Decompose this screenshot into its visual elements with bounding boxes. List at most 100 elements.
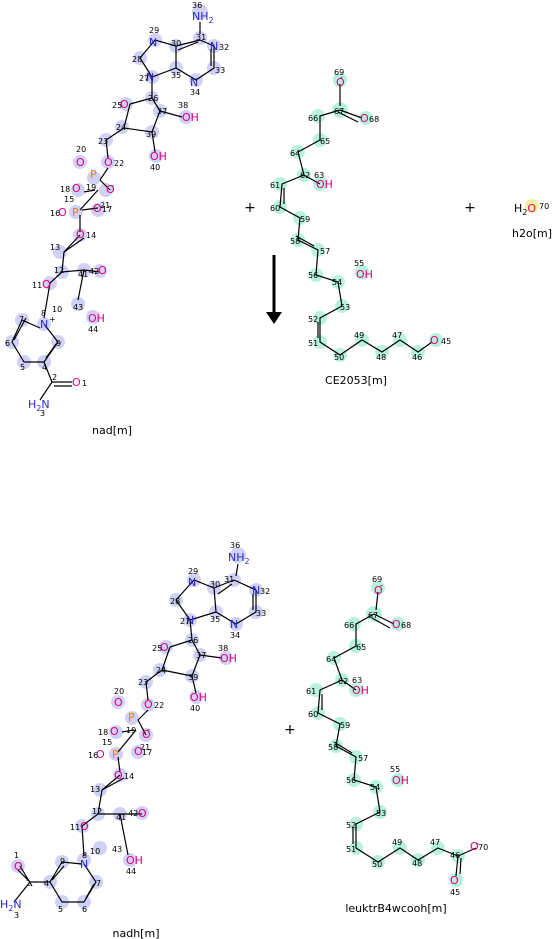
svg-text:36: 36 <box>230 541 240 550</box>
nadh-label: nadh[m] <box>113 927 160 939</box>
svg-text:12: 12 <box>54 266 64 275</box>
svg-text:36: 36 <box>192 1 202 10</box>
svg-text:57: 57 <box>358 754 368 763</box>
svg-text:6: 6 <box>82 905 87 914</box>
svg-text:25: 25 <box>112 101 122 110</box>
svg-text:O: O <box>336 76 345 89</box>
svg-text:17: 17 <box>102 205 112 214</box>
svg-text:33: 33 <box>256 609 266 618</box>
svg-text:41: 41 <box>78 270 88 279</box>
svg-text:34: 34 <box>190 88 200 97</box>
svg-text:7: 7 <box>96 879 101 888</box>
svg-text:O: O <box>110 725 119 738</box>
svg-text:19: 19 <box>126 726 136 735</box>
svg-text:48: 48 <box>412 859 422 868</box>
svg-text:O: O <box>374 584 383 597</box>
svg-text:49: 49 <box>392 838 402 847</box>
svg-text:N: N <box>186 614 194 627</box>
svg-text:39: 39 <box>146 130 156 139</box>
svg-text:N: N <box>40 318 48 331</box>
svg-text:50: 50 <box>334 353 344 362</box>
svg-text:26: 26 <box>188 636 198 645</box>
svg-text:OH: OH <box>150 150 167 163</box>
svg-text:68: 68 <box>401 621 411 630</box>
svg-text:22: 22 <box>114 159 124 168</box>
svg-text:11: 11 <box>32 281 42 290</box>
svg-text:57: 57 <box>320 247 330 256</box>
svg-text:+: + <box>49 315 56 324</box>
svg-text:O: O <box>470 840 479 853</box>
h2o-molecule: H2O 70 h2o[m] <box>512 199 552 240</box>
svg-text:42: 42 <box>89 267 99 276</box>
svg-text:56: 56 <box>308 271 318 280</box>
svg-text:19: 19 <box>86 183 96 192</box>
svg-text:52: 52 <box>308 315 318 324</box>
svg-text:2: 2 <box>26 879 31 888</box>
svg-text:29: 29 <box>188 567 198 576</box>
svg-text:OH: OH <box>356 268 373 281</box>
svg-text:63: 63 <box>352 676 362 685</box>
svg-text:13: 13 <box>90 785 100 794</box>
svg-text:39: 39 <box>188 673 198 682</box>
svg-text:-: - <box>147 725 150 734</box>
svg-text:P: P <box>112 748 119 761</box>
svg-text:32: 32 <box>260 587 270 596</box>
svg-text:21: 21 <box>140 743 150 752</box>
svg-text:O: O <box>42 278 51 291</box>
svg-text:O: O <box>450 874 459 887</box>
svg-text:N: N <box>252 584 260 597</box>
svg-text:OH: OH <box>126 854 143 867</box>
svg-text:O: O <box>76 156 85 169</box>
svg-text:O: O <box>360 112 369 125</box>
svg-text:9: 9 <box>60 857 65 866</box>
svg-text:O: O <box>106 183 115 196</box>
svg-text:N: N <box>190 76 198 89</box>
svg-text:1: 1 <box>14 851 19 860</box>
svg-text:OH: OH <box>182 111 199 124</box>
svg-text:46: 46 <box>450 851 460 860</box>
svg-text:61: 61 <box>270 181 280 190</box>
h2o-label: h2o[m] <box>512 227 552 240</box>
leuktrb4wcooh-label: leuktrB4wcooh[m] <box>345 902 446 915</box>
nad-label: nad[m] <box>92 424 132 437</box>
plus-sign-1: + <box>244 200 256 216</box>
svg-text:69: 69 <box>334 68 344 77</box>
svg-text:40: 40 <box>190 704 200 713</box>
svg-text:27: 27 <box>139 74 149 83</box>
svg-text:47: 47 <box>392 331 402 340</box>
svg-text:N: N <box>210 40 218 53</box>
svg-text:44: 44 <box>88 325 98 334</box>
svg-text:62: 62 <box>300 171 310 180</box>
svg-text:N: N <box>230 618 238 631</box>
svg-text:45: 45 <box>450 888 460 897</box>
svg-text:66: 66 <box>344 621 354 630</box>
svg-text:14: 14 <box>86 231 96 240</box>
svg-text:O: O <box>98 264 107 277</box>
plus-sign-2: + <box>464 200 476 216</box>
svg-text:14: 14 <box>124 772 134 781</box>
svg-text:H2O: H2O <box>514 202 536 217</box>
svg-text:26: 26 <box>148 94 158 103</box>
svg-text:62: 62 <box>338 677 348 686</box>
svg-text:4: 4 <box>44 879 49 888</box>
svg-text:3: 3 <box>40 409 45 418</box>
svg-text:12: 12 <box>92 807 102 816</box>
down-arrow-icon <box>266 255 282 324</box>
svg-text:OH: OH <box>88 312 105 325</box>
svg-text:67: 67 <box>334 107 344 116</box>
svg-text:51: 51 <box>346 845 356 854</box>
svg-text:55: 55 <box>390 765 400 774</box>
svg-text:H2N: H2N <box>0 898 22 913</box>
svg-text:45: 45 <box>441 337 451 346</box>
svg-text:52: 52 <box>346 821 356 830</box>
svg-text:56: 56 <box>346 776 356 785</box>
svg-text:OH: OH <box>392 774 409 787</box>
svg-text:70: 70 <box>478 843 488 852</box>
svg-text:18: 18 <box>60 185 70 194</box>
svg-text:9: 9 <box>56 339 61 348</box>
svg-text:O: O <box>104 156 113 169</box>
svg-text:43: 43 <box>112 845 122 854</box>
